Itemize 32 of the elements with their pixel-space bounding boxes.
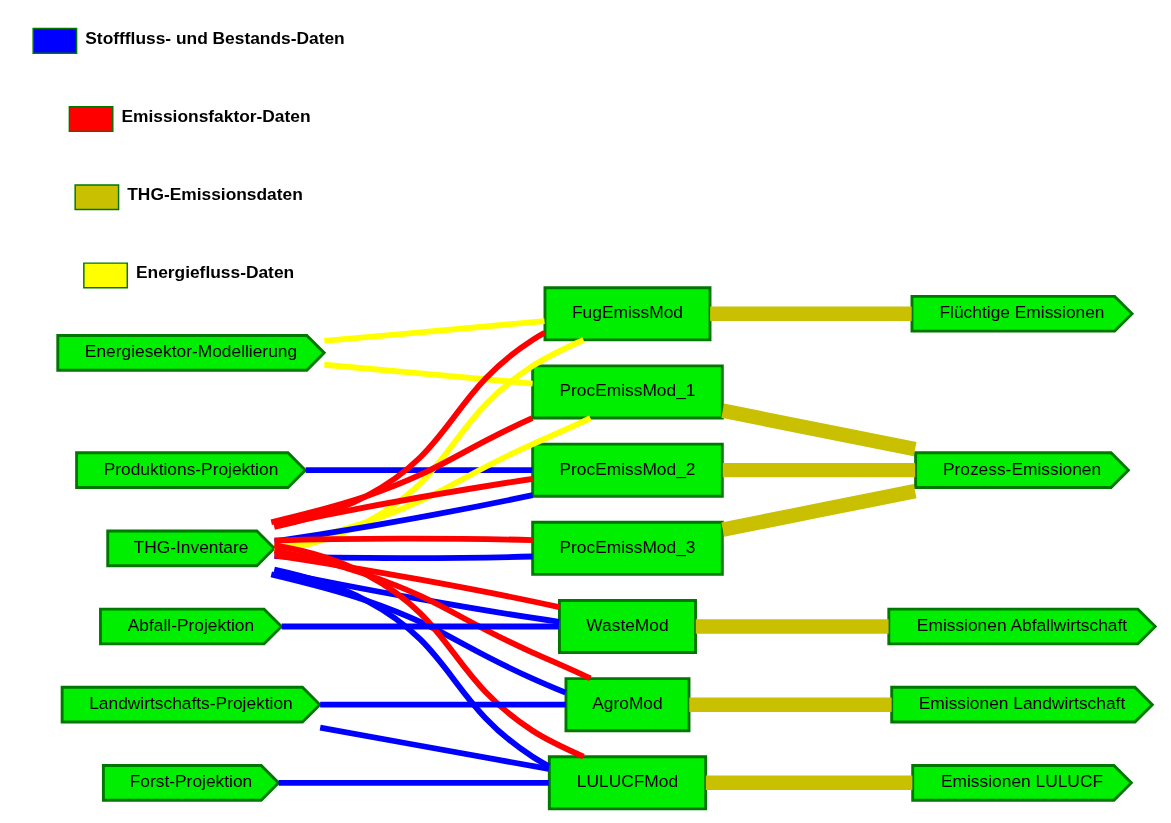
connector — [273, 330, 547, 530]
node-box: LULUCFMod — [547, 755, 708, 811]
connector — [270, 571, 567, 696]
connector — [319, 724, 550, 772]
connector — [324, 361, 533, 387]
node-box: ProcEmissMod_1 — [531, 364, 724, 420]
node-box: ProcEmissMod_2 — [531, 442, 724, 498]
connector — [274, 535, 533, 544]
legend-label: THG-Emissionsdaten — [127, 184, 303, 205]
legend-label: Stofffluss- und Bestands-Daten — [85, 27, 345, 48]
node-box: AgroMod — [564, 677, 691, 733]
node-box: FugEmissMod — [543, 286, 712, 342]
connector — [721, 484, 917, 537]
connector — [274, 492, 534, 545]
legend-label: Emissionsfaktor-Daten — [121, 106, 311, 127]
node-box: ProcEmissMod_3 — [531, 520, 724, 576]
connector — [281, 623, 559, 630]
connector — [705, 775, 913, 791]
connector — [270, 415, 534, 526]
connector — [695, 619, 889, 634]
connector — [278, 779, 549, 786]
connector — [273, 566, 551, 769]
connector — [722, 462, 916, 478]
legend-label: Energiefluss-Daten — [135, 262, 295, 283]
node-box: WasteMod — [558, 599, 697, 654]
connector — [305, 467, 533, 474]
connector — [324, 318, 545, 344]
connector — [710, 306, 912, 321]
connector — [689, 697, 892, 712]
connector — [320, 701, 566, 708]
connector — [273, 475, 534, 529]
connector — [721, 403, 917, 457]
